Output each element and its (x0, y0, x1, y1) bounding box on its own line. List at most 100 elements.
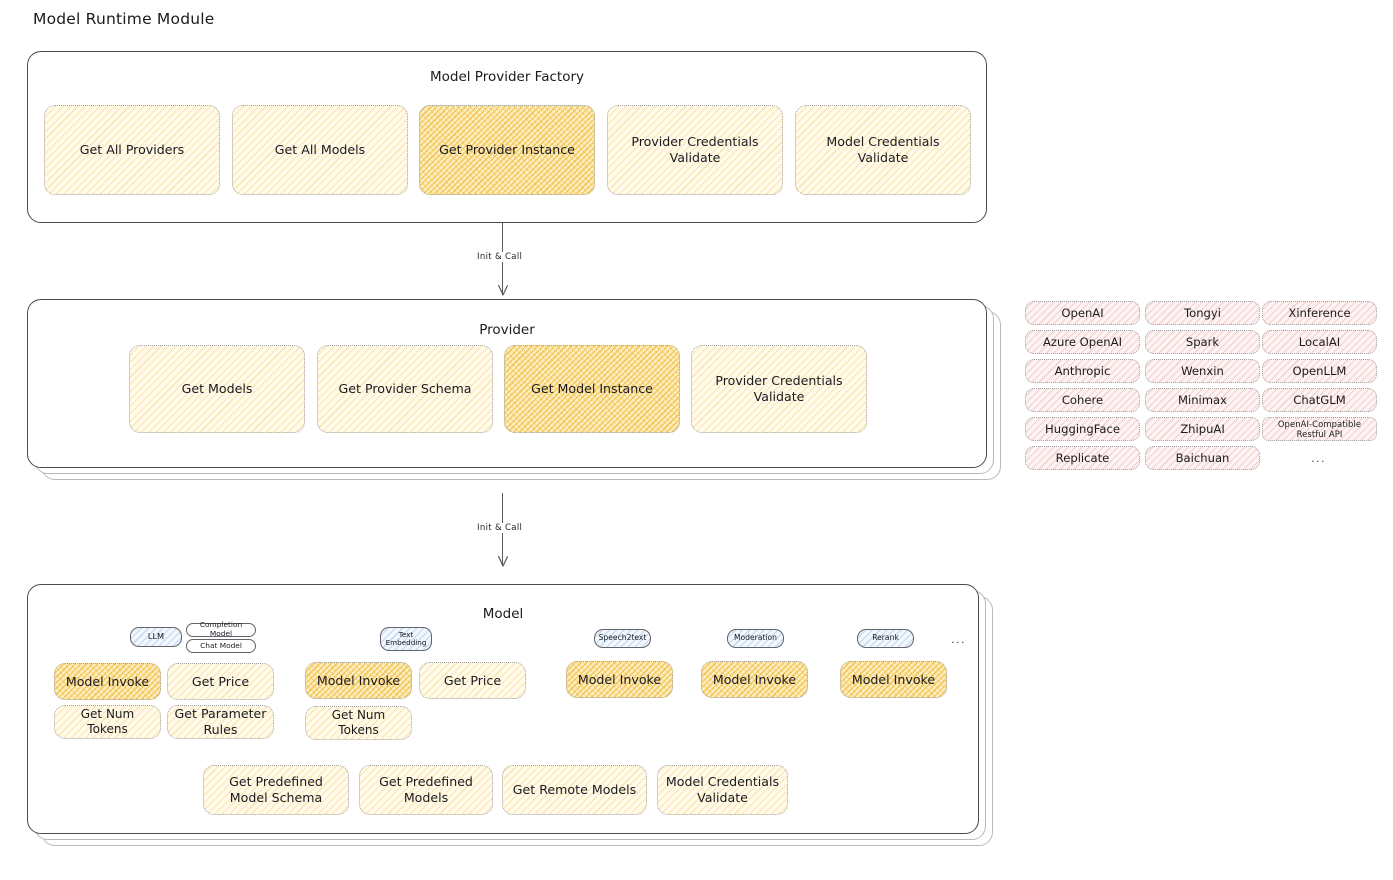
node-label: Get Model Instance (531, 381, 653, 397)
model-subbadge-chat-model[interactable]: Chat Model (186, 639, 256, 653)
model-title: Model (482, 606, 524, 622)
node-label: Get Provider Schema (338, 381, 472, 397)
chip-label: OpenAI (1061, 305, 1104, 320)
provider-chip-anthropic[interactable]: Anthropic (1025, 359, 1140, 383)
node-embedding-get-price[interactable]: Get Price (419, 662, 526, 699)
provider-chip-baichuan[interactable]: Baichuan (1145, 446, 1260, 470)
chip-label: Replicate (1055, 450, 1110, 465)
node-get-models[interactable]: Get Models (129, 345, 305, 433)
node-label: Get Remote Models (512, 782, 637, 798)
model-provider-factory-title: Model Provider Factory (429, 69, 584, 85)
node-llm-get-parameter-rules[interactable]: Get Parameter Rules (167, 705, 274, 739)
node-label: Model Invoke (577, 671, 662, 687)
chip-label: Baichuan (1175, 450, 1230, 465)
node-get-model-instance[interactable]: Get Model Instance (504, 345, 680, 433)
connector-label-2: Init & Call (473, 523, 527, 533)
chip-label: Anthropic (1054, 363, 1111, 378)
provider-chip-zhipuai[interactable]: ZhipuAI (1145, 417, 1260, 441)
model-type-badge-moderation[interactable]: Moderation (727, 629, 784, 648)
node-rerank-model-invoke[interactable]: Model Invoke (840, 661, 947, 698)
provider-list-ellipsis: ... (1311, 452, 1326, 465)
arrow-head-icon (497, 556, 508, 567)
chip-label: Tongyi (1184, 305, 1221, 320)
page-title: Model Runtime Module (33, 10, 215, 28)
model-types-ellipsis: ... (951, 633, 966, 646)
model-subbadge-completion-model[interactable]: Completion Model (186, 620, 256, 638)
node-get-predefined-model-schema[interactable]: Get Predefined Model Schema (203, 765, 349, 815)
node-label: Get Num Tokens (331, 708, 386, 737)
node-label: Get Models (181, 381, 253, 397)
node-provider-credentials-validate[interactable]: Provider Credentials Validate (607, 105, 783, 195)
node-llm-get-price[interactable]: Get Price (167, 663, 274, 700)
badge-label: Rerank (872, 633, 899, 643)
model-type-badge-text-embedding[interactable]: Text Embedding (380, 627, 432, 651)
node-label: Get Predefined Model Schema (229, 774, 323, 805)
node-embedding-get-num-tokens[interactable]: Get Num Tokens (305, 706, 412, 740)
node-label: Get Parameter Rules (174, 706, 267, 737)
chip-label: Minimax (1177, 392, 1228, 407)
badge-label: Moderation (733, 633, 777, 643)
provider-chip-minimax[interactable]: Minimax (1145, 388, 1260, 412)
chip-label: Cohere (1061, 392, 1104, 407)
provider-chip-chatglm[interactable]: ChatGLM (1262, 388, 1377, 412)
provider-chip-openai[interactable]: OpenAI (1025, 301, 1140, 325)
chip-label: Azure OpenAI (1042, 334, 1122, 349)
node-label: Model Invoke (712, 671, 797, 687)
node-llm-get-num-tokens[interactable]: Get Num Tokens (54, 705, 161, 739)
provider-chip-huggingface[interactable]: HuggingFace (1025, 417, 1140, 441)
model-type-badge-llm[interactable]: LLM (130, 627, 182, 647)
model-type-badge-rerank[interactable]: Rerank (857, 629, 914, 648)
node-moderation-model-invoke[interactable]: Model Invoke (701, 661, 808, 698)
provider-chip-azure-openai[interactable]: Azure OpenAI (1025, 330, 1140, 354)
badge-label: LLM (147, 631, 165, 642)
badge-label: Completion Model (199, 620, 243, 638)
node-get-all-providers[interactable]: Get All Providers (44, 105, 220, 195)
node-label: Get Num Tokens (80, 707, 135, 736)
provider-chip-localai[interactable]: LocalAI (1262, 330, 1377, 354)
node-model-credentials-validate[interactable]: Model Credentials Validate (795, 105, 971, 195)
chip-label: ZhipuAI (1180, 421, 1225, 436)
chip-label: OpenLLM (1292, 363, 1347, 378)
provider-chip-cohere[interactable]: Cohere (1025, 388, 1140, 412)
chip-label: ChatGLM (1293, 392, 1346, 407)
provider-chip-wenxin[interactable]: Wenxin (1145, 359, 1260, 383)
chip-label: OpenAI-Compatible Restful API (1277, 418, 1362, 440)
node-label: Model Invoke (316, 672, 401, 688)
node-label: Provider Credentials Validate (631, 134, 759, 165)
provider-chip-openllm[interactable]: OpenLLM (1262, 359, 1377, 383)
node-label: Get Predefined Models (379, 774, 473, 805)
provider-chip-replicate[interactable]: Replicate (1025, 446, 1140, 470)
node-label: Get Provider Instance (439, 142, 575, 158)
node-embedding-model-invoke[interactable]: Model Invoke (305, 662, 412, 699)
node-label: Get All Providers (79, 142, 185, 158)
provider-chip-tongyi[interactable]: Tongyi (1145, 301, 1260, 325)
node-label: Model Invoke (851, 671, 936, 687)
node-label: Get Price (443, 672, 502, 688)
badge-label: Chat Model (200, 640, 242, 650)
node-get-predefined-models[interactable]: Get Predefined Models (359, 765, 493, 815)
badge-label: Speech2text (598, 633, 647, 643)
node-model-credentials-validate-2[interactable]: Model Credentials Validate (657, 765, 788, 815)
chip-label: Spark (1185, 334, 1220, 349)
chip-label: HuggingFace (1045, 421, 1120, 436)
badge-label: Text Embedding (385, 629, 427, 647)
node-label: Model Credentials Validate (665, 774, 780, 805)
node-label: Model Credentials Validate (826, 134, 940, 165)
node-get-all-models[interactable]: Get All Models (232, 105, 408, 195)
model-type-badge-speech2text[interactable]: Speech2text (594, 629, 651, 648)
node-speech2text-model-invoke[interactable]: Model Invoke (566, 661, 673, 698)
arrow-head-icon (497, 285, 508, 296)
node-label: Provider Credentials Validate (715, 373, 843, 404)
node-get-provider-schema[interactable]: Get Provider Schema (317, 345, 493, 433)
node-provider-credentials-validate-2[interactable]: Provider Credentials Validate (691, 345, 867, 433)
node-llm-model-invoke[interactable]: Model Invoke (54, 663, 161, 700)
node-get-remote-models[interactable]: Get Remote Models (502, 765, 647, 815)
chip-label: Xinference (1288, 305, 1351, 320)
node-get-provider-instance[interactable]: Get Provider Instance (419, 105, 595, 195)
connector-label-1: Init & Call (473, 252, 527, 262)
provider-chip-xinference[interactable]: Xinference (1262, 301, 1377, 325)
provider-chip-openai-compatible-restful-api[interactable]: OpenAI-Compatible Restful API (1262, 417, 1377, 441)
chip-label: LocalAI (1298, 334, 1341, 349)
provider-chip-spark[interactable]: Spark (1145, 330, 1260, 354)
